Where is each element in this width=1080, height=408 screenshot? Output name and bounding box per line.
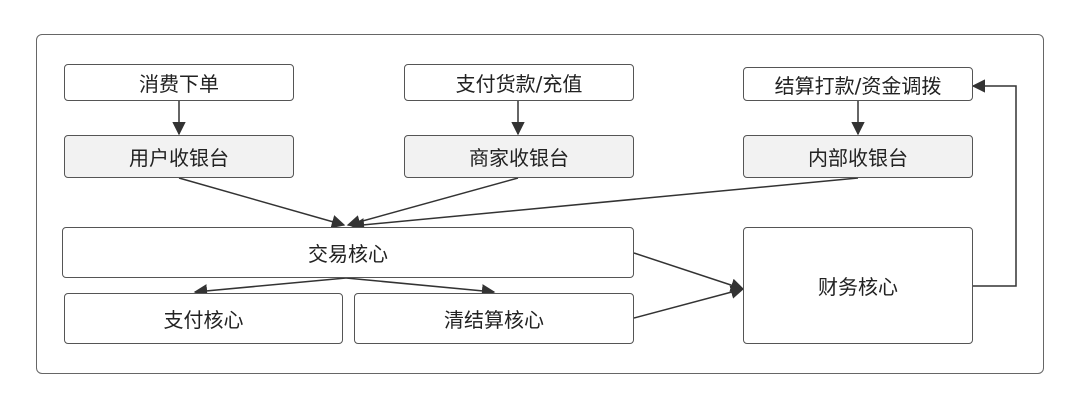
- node-merchant-cashier-label: 商家收银台: [469, 146, 569, 170]
- edge-internal-cashier-to-trade: [350, 177, 859, 232]
- node-payment-core-label: 支付核心: [163, 308, 244, 332]
- node-finance-core: 财务核心: [743, 227, 973, 344]
- edge-clearing-to-finance: [633, 285, 745, 319]
- node-clearing-core-label: 清结算核心: [444, 308, 544, 332]
- node-pay-recharge: 支付货款/充值: [404, 64, 634, 101]
- edge-trade-to-payment: [193, 277, 347, 298]
- node-user-cashier-label: 用户收银台: [129, 146, 229, 170]
- node-internal-cashier: 内部收银台: [743, 135, 973, 178]
- node-clearing-core: 清结算核心: [354, 293, 634, 344]
- node-payment-core: 支付核心: [64, 293, 343, 344]
- node-trade-core-label: 交易核心: [308, 242, 388, 266]
- node-consume-order-label: 消费下单: [139, 72, 219, 96]
- node-internal-cashier-label: 内部收银台: [808, 146, 908, 170]
- diagram-frame: [36, 34, 1044, 374]
- edge-merchant-cashier-to-trade: [346, 177, 519, 229]
- node-finance-core-label: 财务核心: [818, 275, 898, 299]
- node-user-cashier: 用户收银台: [64, 135, 294, 178]
- edge-trade-to-finance: [633, 252, 745, 292]
- edge-trade-to-clearing: [345, 277, 496, 298]
- node-merchant-cashier: 商家收银台: [404, 135, 634, 178]
- node-settle-transfer-label: 结算打款/资金调拨: [774, 73, 942, 98]
- node-trade-core: 交易核心: [62, 227, 634, 278]
- edge-finance-to-settle: [971, 79, 1017, 287]
- node-pay-recharge-label: 支付货款/充值: [455, 72, 583, 96]
- edge-user-cashier-to-trade: [178, 177, 346, 229]
- node-settle-transfer: 结算打款/资金调拨: [743, 67, 973, 101]
- node-consume-order: 消费下单: [64, 64, 294, 101]
